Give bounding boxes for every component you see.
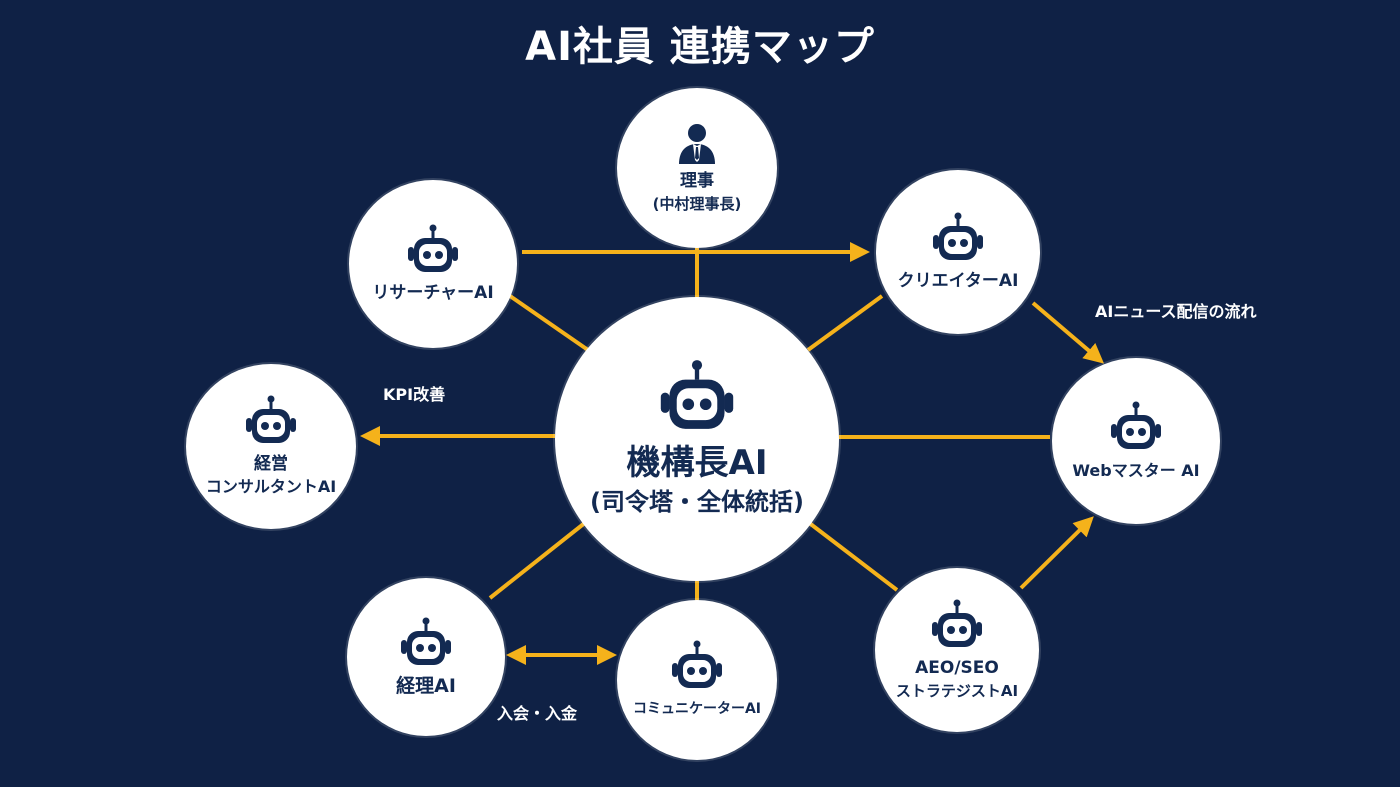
robot-icon	[932, 599, 982, 647]
page-title: AI社員 連携マップ	[525, 24, 875, 70]
robot-icon	[401, 617, 451, 665]
link-center-aeo	[806, 520, 899, 592]
link-aeo-webmaster	[1019, 516, 1094, 590]
node-director-sub: (中村理事長)	[652, 194, 742, 213]
node-aeo-seo-label: AEO/SEO	[915, 657, 999, 678]
node-accounting-label: 経理AI	[396, 674, 456, 697]
person-icon	[679, 123, 715, 164]
edge-label-kpi: KPI改善	[383, 385, 446, 404]
robot-icon	[933, 212, 983, 260]
node-communicator-label: コミュニケーターAI	[632, 700, 762, 717]
edge-label-payment: 入会・入金	[497, 704, 578, 723]
node-webmaster[interactable]: Webマスター AI	[1052, 358, 1220, 524]
robot-icon	[1111, 401, 1161, 449]
link-creator-center	[806, 294, 884, 352]
edge-label-news: AIニュース配信の流れ	[1095, 302, 1257, 321]
robot-icon	[408, 224, 458, 272]
node-director[interactable]: 理事 (中村理事長)	[617, 88, 777, 248]
link-center-accounting	[488, 520, 588, 600]
node-webmaster-label: Webマスター AI	[1072, 460, 1200, 480]
node-consultant[interactable]: 経営 コンサルタントAI	[186, 364, 356, 529]
link-creator-webmaster	[1031, 301, 1105, 364]
node-center[interactable]: 機構長AI (司令塔・全体統括)	[555, 297, 839, 581]
robot-icon	[672, 640, 722, 688]
node-creator-label: クリエイターAI	[897, 270, 1019, 291]
node-researcher[interactable]: リサーチャーAI	[349, 180, 517, 348]
node-director-label: 理事	[680, 170, 714, 191]
node-creator[interactable]: クリエイターAI	[876, 170, 1040, 334]
node-aeo-seo-sub: ストラテジストAI	[895, 681, 1019, 700]
robot-icon	[246, 395, 296, 443]
link-researcher-center	[508, 294, 590, 352]
robot-icon	[660, 360, 734, 429]
node-center-label: 機構長AI	[626, 443, 768, 483]
node-researcher-label: リサーチャーAI	[372, 282, 494, 303]
node-consultant-sub: コンサルタントAI	[205, 477, 337, 496]
node-communicator[interactable]: コミュニケーターAI	[617, 600, 777, 760]
node-consultant-label: 経営	[254, 454, 288, 474]
node-accounting[interactable]: 経理AI	[347, 578, 505, 736]
node-aeo-seo[interactable]: AEO/SEO ストラテジストAI	[875, 568, 1039, 732]
node-center-sub: (司令塔・全体統括)	[590, 488, 804, 516]
